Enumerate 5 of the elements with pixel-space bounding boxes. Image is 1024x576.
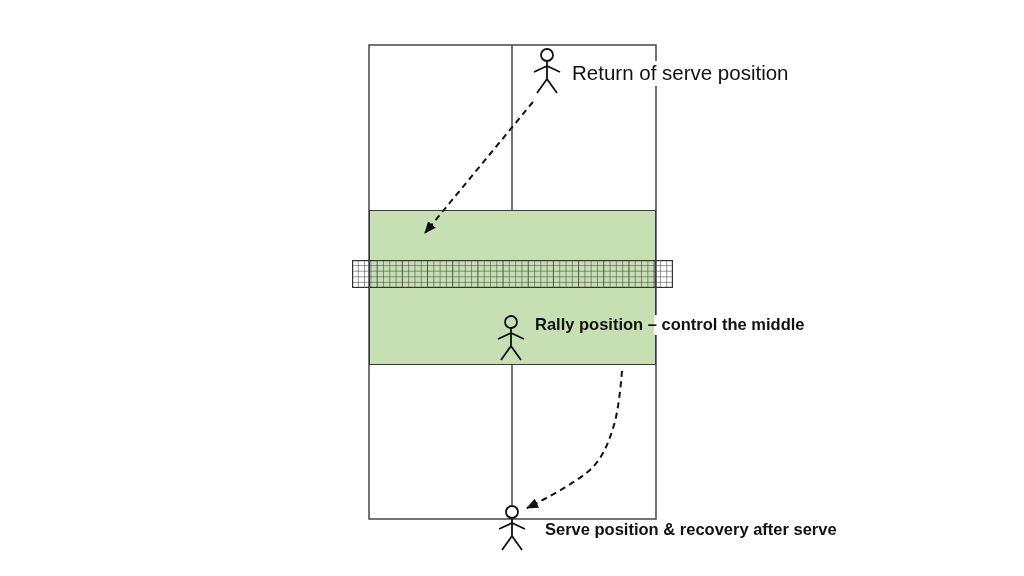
dashed-arrow xyxy=(526,370,623,509)
dashed-arrow xyxy=(423,101,534,234)
position-label: Rally position – control the middle xyxy=(535,315,805,335)
position-label: Return of serve position xyxy=(572,61,789,86)
position-label: Serve position & recovery after serve xyxy=(545,520,837,540)
